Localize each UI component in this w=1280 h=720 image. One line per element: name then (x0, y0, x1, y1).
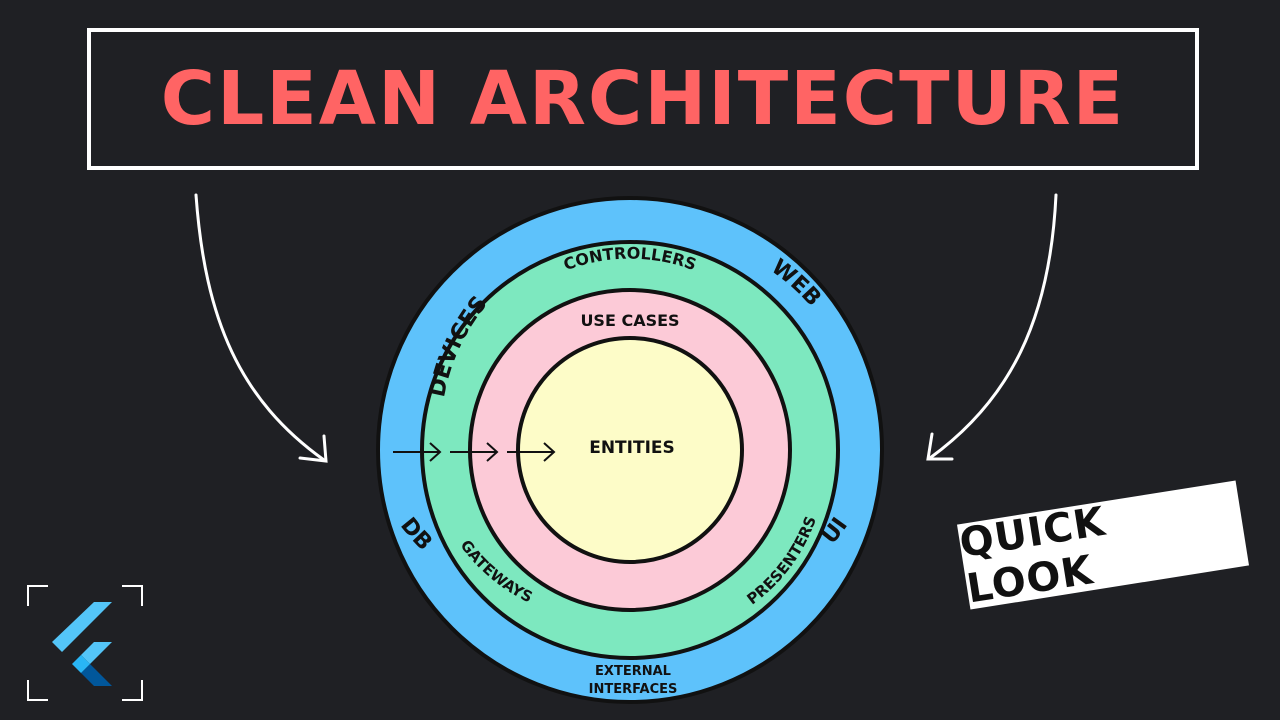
label-external: EXTERNAL (595, 664, 671, 679)
page-title: CLEAN ARCHITECTURE (160, 56, 1126, 142)
entities-core (516, 336, 744, 564)
label-use-cases: USE CASES (580, 311, 679, 330)
curved-arrow-right-icon (926, 193, 1058, 461)
label-entities: ENTITIES (589, 438, 675, 458)
title-box: CLEAN ARCHITECTURE (87, 28, 1199, 170)
curved-arrow-left-icon (194, 193, 328, 463)
label-interfaces: INTERFACES (589, 682, 678, 697)
flutter-logo-icon (27, 585, 143, 701)
dependency-arrow-icon (393, 442, 556, 462)
